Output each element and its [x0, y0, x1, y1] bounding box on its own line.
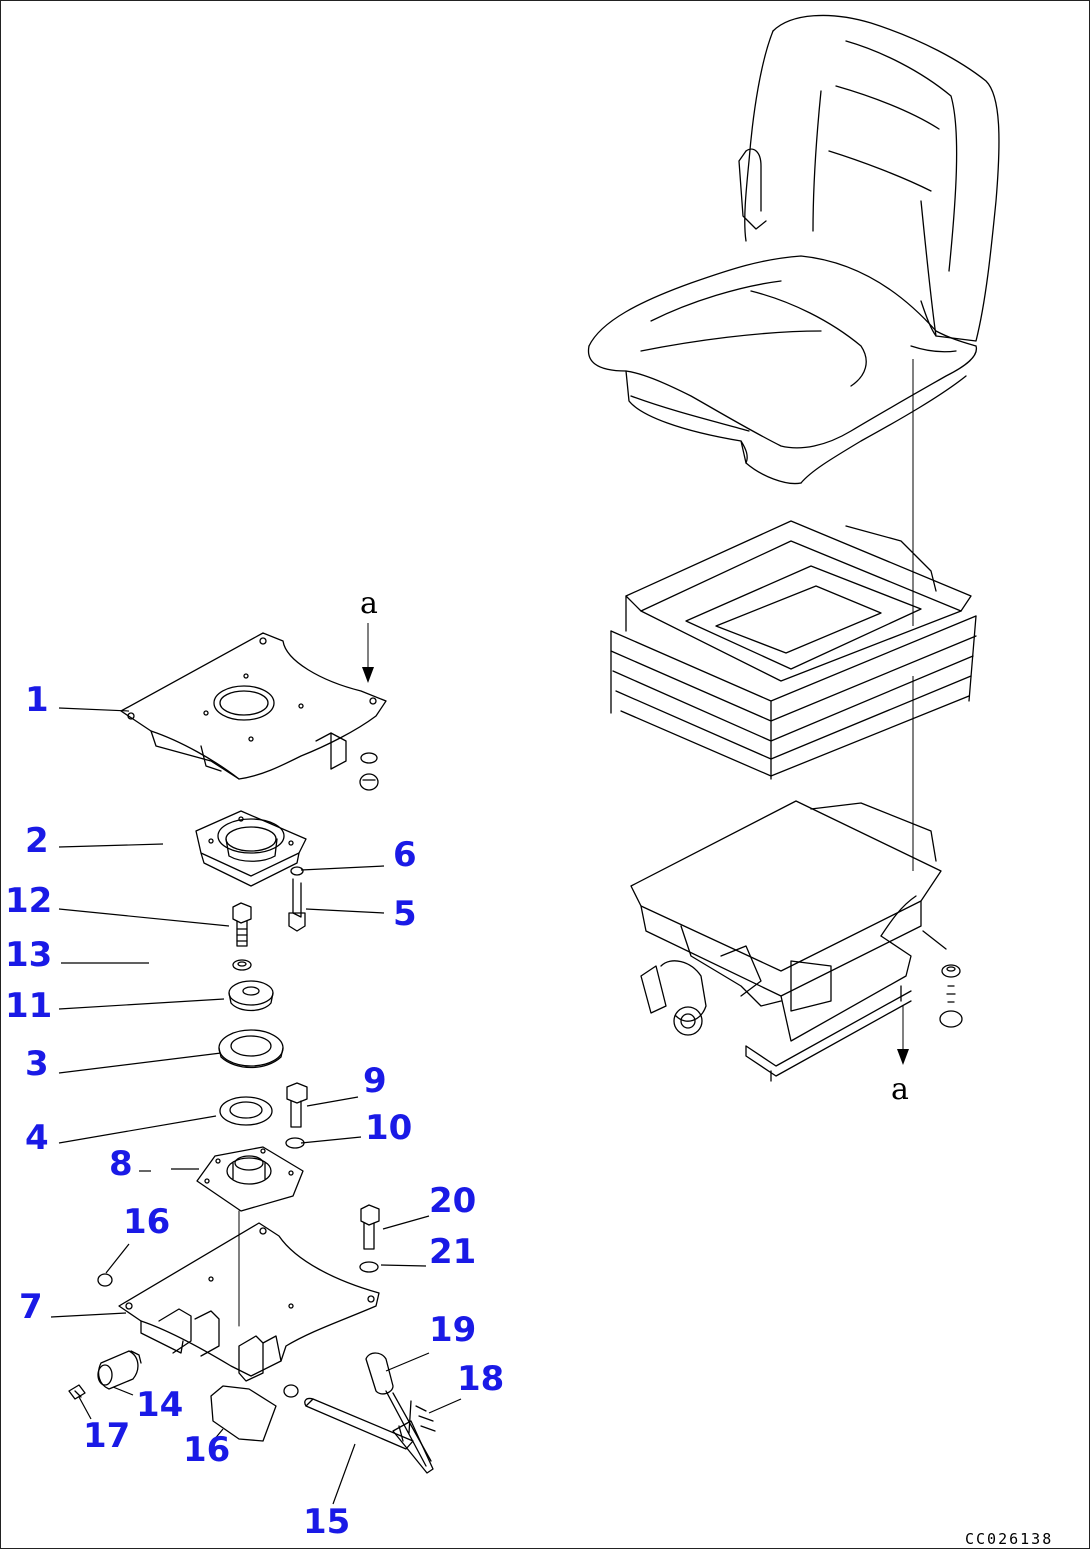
callout-14: 14: [136, 1385, 183, 1425]
callout-6: 6: [393, 835, 417, 875]
part-9-bolt: [286, 1082, 308, 1128]
callout-12: 12: [5, 881, 52, 921]
part-14-bushing: [97, 1350, 142, 1390]
part-5-bolt: [288, 878, 306, 932]
drawing-code: CC026138: [965, 1530, 1053, 1548]
part-13-washer: [232, 959, 252, 971]
part-7-lower-bracket: [118, 1222, 380, 1382]
callout-16-upper: 16: [123, 1202, 170, 1242]
callout-4: 4: [25, 1118, 49, 1158]
part-15-lever-shaft: [304, 1397, 434, 1474]
callout-15: 15: [303, 1502, 350, 1542]
reference-arrow-lower: a: [891, 1049, 909, 1107]
alignment-lines: [902, 359, 914, 1051]
callout-3: 3: [25, 1044, 49, 1084]
callout-18: 18: [457, 1359, 504, 1399]
seat-cushion: [587, 255, 978, 485]
part-8-swivel-plate: [196, 1146, 304, 1327]
suspension-bellows-cover: [610, 520, 977, 780]
seat-backrest: [738, 14, 1000, 342]
part-4-ring: [219, 1096, 273, 1126]
callout-7: 7: [19, 1287, 43, 1327]
callout-13: 13: [5, 935, 52, 975]
callout-5: 5: [393, 894, 417, 934]
part-16-plate-lower: [210, 1384, 299, 1442]
callout-20: 20: [429, 1181, 476, 1221]
part-6-washer: [290, 866, 304, 876]
callout-2: 2: [25, 821, 49, 861]
part-12-bolt: [232, 902, 252, 947]
part-21-washer: [359, 1261, 379, 1273]
seat-washers-right: [922, 930, 963, 1028]
callout-11: 11: [5, 986, 52, 1026]
callout-17: 17: [83, 1416, 130, 1456]
part-17-bolt: [68, 1384, 86, 1400]
reference-marker-upper: a: [360, 586, 378, 621]
callout-8: 8: [109, 1144, 133, 1184]
part-16-pin-left: [97, 1273, 113, 1287]
part-3-bearing-ring: [218, 1029, 284, 1069]
callout-19: 19: [429, 1310, 476, 1350]
leader-lines: [50, 707, 462, 1505]
callout-1: 1: [25, 680, 49, 720]
part-20-bolt: [360, 1204, 380, 1250]
part-1-upper-plate: [120, 632, 387, 791]
seat-suspension-base: [630, 800, 942, 1082]
callout-9: 9: [363, 1061, 387, 1101]
part-11-spacer: [228, 980, 274, 1012]
part-18-spring-pin: [408, 1400, 436, 1434]
callout-21: 21: [429, 1232, 476, 1272]
part-19-lever-knob: [365, 1352, 432, 1467]
callout-labels: 1 2 3 4 5 6 7 8 9 10 11 12 13 14 15 16 1…: [5, 680, 504, 1542]
callout-10: 10: [365, 1108, 412, 1148]
callout-16-lower: 16: [183, 1430, 230, 1470]
reference-marker-lower: a: [891, 1072, 909, 1107]
reference-arrow-upper: a: [360, 586, 378, 683]
part-2-swivel-housing: [195, 810, 307, 887]
